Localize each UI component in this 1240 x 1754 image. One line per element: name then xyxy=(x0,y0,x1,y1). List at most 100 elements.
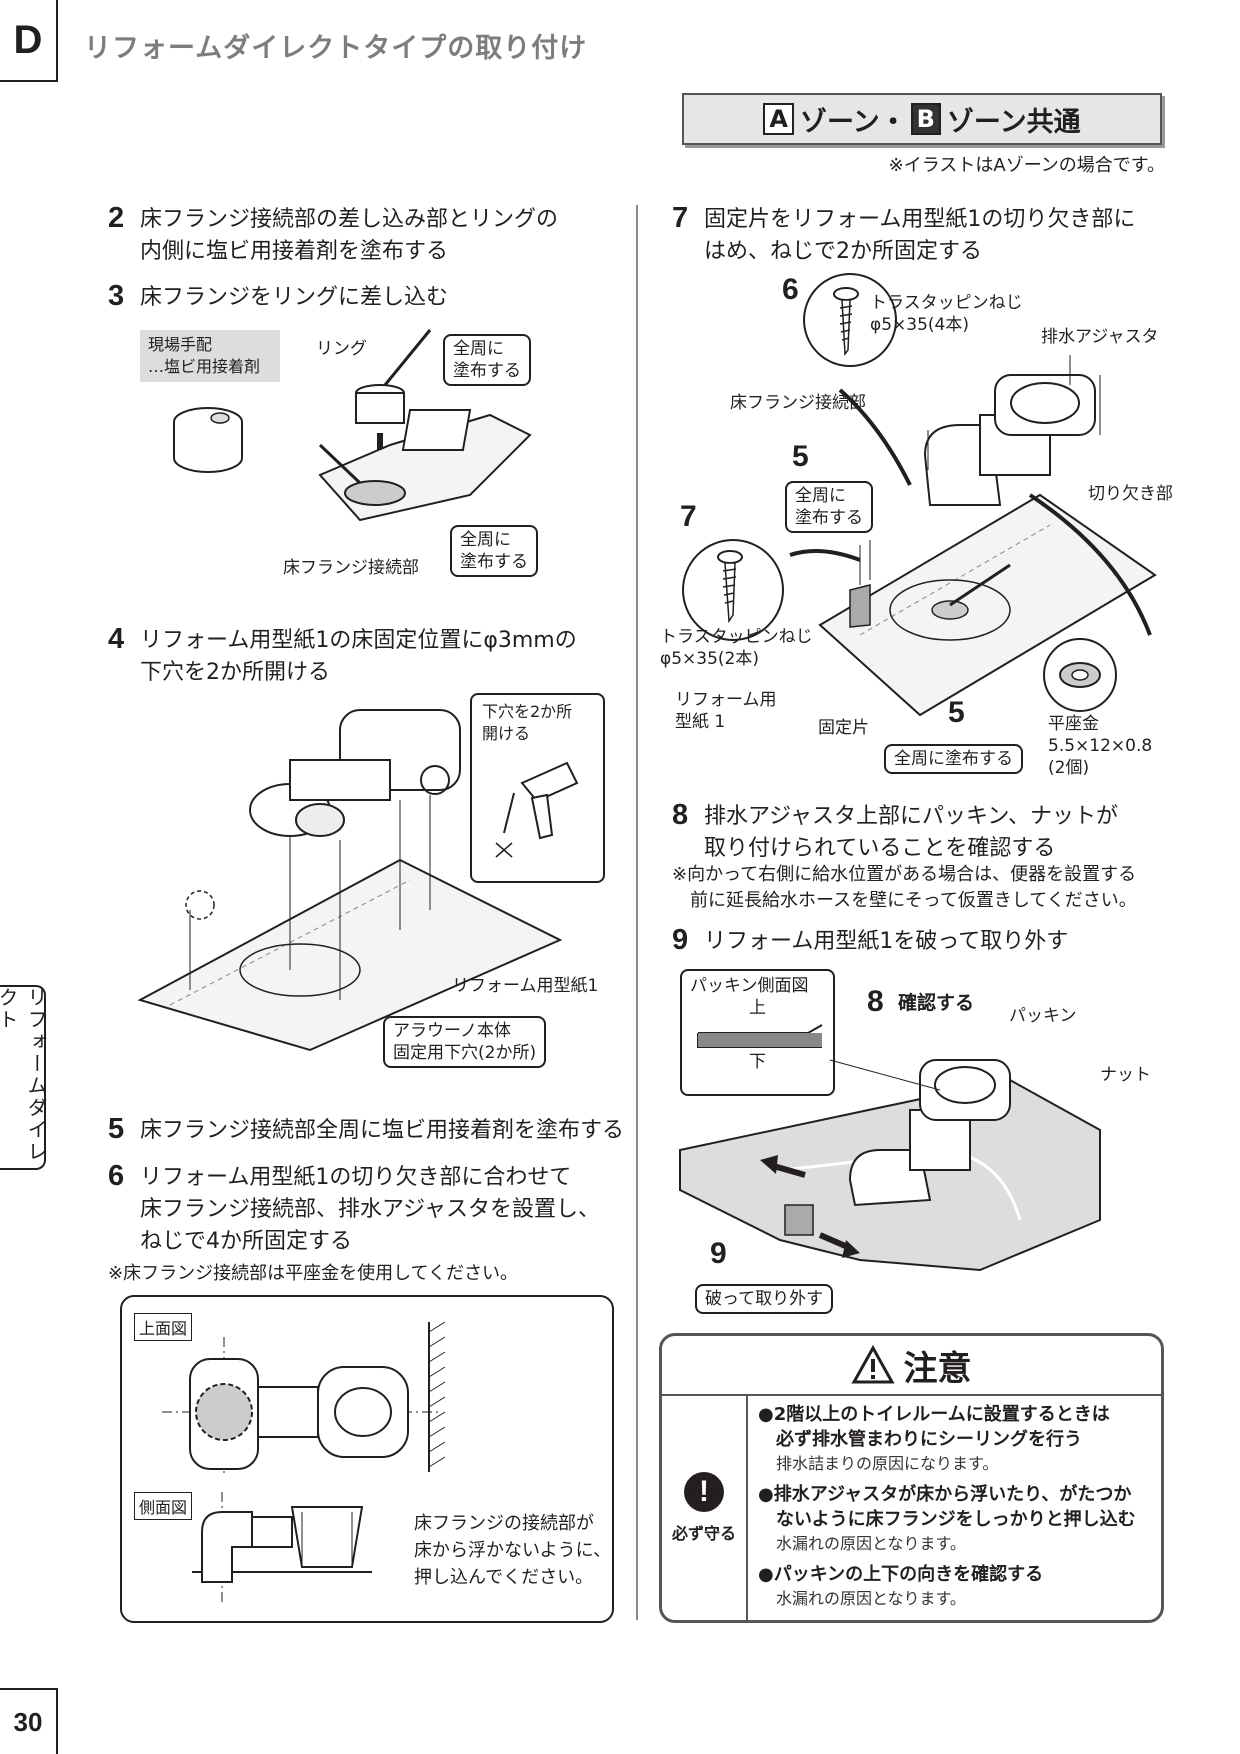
screw-label-1: トラスタッピンねじ φ5×35(4本) xyxy=(870,292,1023,336)
label-line2: 塗布する xyxy=(453,361,521,381)
ring-flange-illustration xyxy=(318,329,532,522)
step-7: 7 固定片をリフォーム用型紙1の切り欠き部に はめ、ねじで2か所固定する xyxy=(672,202,1136,268)
screw-magnifier-2 xyxy=(682,539,784,641)
caution-item-title-line2: 必ず排水管まわりにシーリングを行う xyxy=(776,1429,1082,1450)
side-view-tag: 側面図 xyxy=(134,1492,193,1520)
flange-label: 床フランジ接続部 xyxy=(283,558,419,578)
step-number: 7 xyxy=(672,202,689,234)
adhesive-can-illustration xyxy=(173,407,243,473)
message-line3: 押し込んでください。 xyxy=(414,1567,594,1588)
must-follow-label: 必ず守る xyxy=(671,1524,736,1543)
note-line2: 前に延長給水ホースを壁にそって仮置きしてください。 xyxy=(690,890,1137,911)
fixing-piece-label: 固定片 xyxy=(818,718,869,738)
fig-number-5a: 5 xyxy=(792,440,809,473)
label-line1: アラウーノ本体 xyxy=(393,1021,511,1041)
caution-title: 注意 xyxy=(903,1348,972,1389)
confirm-label: 確認する xyxy=(898,992,975,1014)
section-letter: D xyxy=(0,0,58,82)
side-view-illustration xyxy=(192,1492,372,1602)
step-text: 床フランジをリングに差し込む xyxy=(140,285,449,310)
flange-view-box: 上面図 側面図 床フランジの接続部が 床から浮かないように、 押し込んでください… xyxy=(120,1295,614,1623)
step-9: 9 リフォーム用型紙1を破って取り外す xyxy=(672,924,1069,958)
step-8-note: ※向かって右側に給水位置がある場合は、便器を設置する 前に延長給水ホースを壁にそ… xyxy=(672,862,1137,914)
screw-label-2: トラスタッピンねじ φ5×35(2本) xyxy=(660,626,813,670)
step-number: 4 xyxy=(108,623,125,655)
washer-label: 平座金 5.5×12×0.8 (2個) xyxy=(1048,713,1152,779)
apply-all-around-label-1: 全周に 塗布する xyxy=(443,334,531,386)
label-line1: トラスタッピンねじ xyxy=(660,627,813,647)
step-text-line1: 固定片をリフォーム用型紙1の切り欠き部に xyxy=(704,207,1136,232)
notch-label: 切り欠き部 xyxy=(1088,484,1173,504)
caution-item-title-line1: ●排水アジャスタが床から浮いたり、がたつか xyxy=(758,1484,1132,1505)
label-line1: 下穴を2か所 xyxy=(482,702,573,721)
note-line1: ※向かって右側に給水位置がある場合は、便器を設置する xyxy=(672,864,1137,885)
caution-item-reason: 排水詰まりの原因になります。 xyxy=(776,1454,999,1473)
zone-b-badge: B xyxy=(910,103,941,135)
label-line2: 固定用下穴(2か所) xyxy=(393,1043,537,1063)
exclamation-icon: ! xyxy=(684,1472,724,1512)
label-line2: 塗布する xyxy=(460,552,528,572)
fig-number-5b: 5 xyxy=(948,696,965,729)
washer-magnifier xyxy=(1043,638,1117,712)
label-line1: 平座金 xyxy=(1048,714,1099,734)
wall-hatching xyxy=(428,1321,446,1472)
step-text-line1: リフォーム用型紙1の床固定位置にφ3mmの xyxy=(140,628,577,653)
template-label: リフォーム用型紙1 xyxy=(452,976,599,996)
label-line2: φ5×35(2本) xyxy=(660,649,759,669)
zone-a-badge: A xyxy=(763,103,794,135)
caution-item-title-line1: ●2階以上のトイレルームに設置するときは xyxy=(758,1404,1110,1425)
step-3: 3 床フランジをリングに差し込む xyxy=(108,280,449,314)
caution-item-title-line1: ●パッキンの上下の向きを確認する xyxy=(758,1564,1044,1585)
step-text-line2: はめ、ねじで2か所固定する xyxy=(704,239,982,264)
supply-line2: …塩ビ用接着剤 xyxy=(148,357,261,376)
message-line2: 床から浮かないように、 xyxy=(414,1540,612,1561)
side-index-tab: リフォームダイレクト xyxy=(0,985,48,1170)
step-4: 4 リフォーム用型紙1の床固定位置にφ3mmの 下穴を2か所開ける xyxy=(108,623,577,689)
label-line3: (2個) xyxy=(1048,758,1090,778)
caution-header: 注意 xyxy=(662,1336,1161,1396)
caution-item-title-line2: ないように床フランジをしっかりと押し込む xyxy=(776,1509,1136,1530)
step-number: 3 xyxy=(108,280,125,312)
step-6-note: ※床フランジ接続部は平座金を使用してください。 xyxy=(108,1263,518,1284)
screw-magnifier-1 xyxy=(803,273,897,367)
fig-number-7: 7 xyxy=(680,500,697,533)
label-line1: 全周に xyxy=(453,339,504,359)
section-title: リフォームダイレクトタイプの取り付け xyxy=(84,33,588,64)
fig-number-9: 9 xyxy=(710,1237,727,1270)
supply-note: 現場手配 …塩ビ用接着剤 xyxy=(140,330,280,382)
supply-line1: 現場手配 xyxy=(148,335,213,354)
packing-label: パッキン xyxy=(1009,1006,1077,1026)
message-line1: 床フランジの接続部が xyxy=(414,1513,594,1534)
install-overview-illustration xyxy=(789,355,1157,717)
template-label-2: リフォーム用 型紙 1 xyxy=(675,689,777,733)
step-text-line1: リフォーム用型紙1の切り欠き部に合わせて xyxy=(140,1165,572,1190)
apply-all-around-label-3: 全周に 塗布する xyxy=(785,481,873,533)
tear-template-illustration xyxy=(679,1059,1101,1272)
caution-item-reason: 水漏れの原因となります。 xyxy=(776,1534,966,1553)
nut-label: ナット xyxy=(1100,1065,1151,1085)
step-text: リフォーム用型紙1を破って取り外す xyxy=(704,929,1069,954)
top-view-tag: 上面図 xyxy=(134,1313,193,1341)
packing-side-view-title: パッキン側面図 xyxy=(690,976,809,996)
zone-banner: A ゾーン・ B ゾーン共通 xyxy=(682,93,1162,145)
packing-up-label: 上 xyxy=(749,998,766,1018)
column-divider xyxy=(636,205,638,1620)
fixing-holes-label: アラウーノ本体 固定用下穴(2か所) xyxy=(383,1016,547,1068)
flange-press-message: 床フランジの接続部が 床から浮かないように、 押し込んでください。 xyxy=(414,1510,611,1591)
top-view-illustration xyxy=(162,1337,442,1477)
step-5: 5 床フランジ接続部全周に塩ビ用接着剤を塗布する xyxy=(108,1113,624,1147)
packing-side-view-box: パッキン側面図 上 下 xyxy=(680,969,835,1096)
step-8: 8 排水アジャスタ上部にパッキン、ナットが 取り付けられていることを確認する xyxy=(672,799,1118,865)
drill-callout: 下穴を2か所 開ける xyxy=(470,693,605,883)
step-number: 2 xyxy=(108,202,125,234)
must-follow-column: ! 必ず守る xyxy=(662,1396,748,1620)
step-number: 6 xyxy=(108,1160,125,1192)
zone-text-2: ゾーン共通 xyxy=(946,106,1081,138)
label-line1: リフォーム用 xyxy=(675,690,777,710)
fig-number-8: 8 xyxy=(867,985,884,1018)
label-line1: 全周に xyxy=(460,530,511,550)
step-2: 2 床フランジ接続部の差し込み部とリングの 内側に塩ビ用接着剤を塗布する xyxy=(108,202,558,268)
caution-list: ●2階以上のトイレルームに設置するときは 必ず排水管まわりにシーリングを行う 排… xyxy=(758,1402,1153,1617)
step-6: 6 リフォーム用型紙1の切り欠き部に合わせて 床フランジ接続部、排水アジャスタを… xyxy=(108,1160,600,1258)
zone-text-1: ゾーン・ xyxy=(799,106,907,138)
